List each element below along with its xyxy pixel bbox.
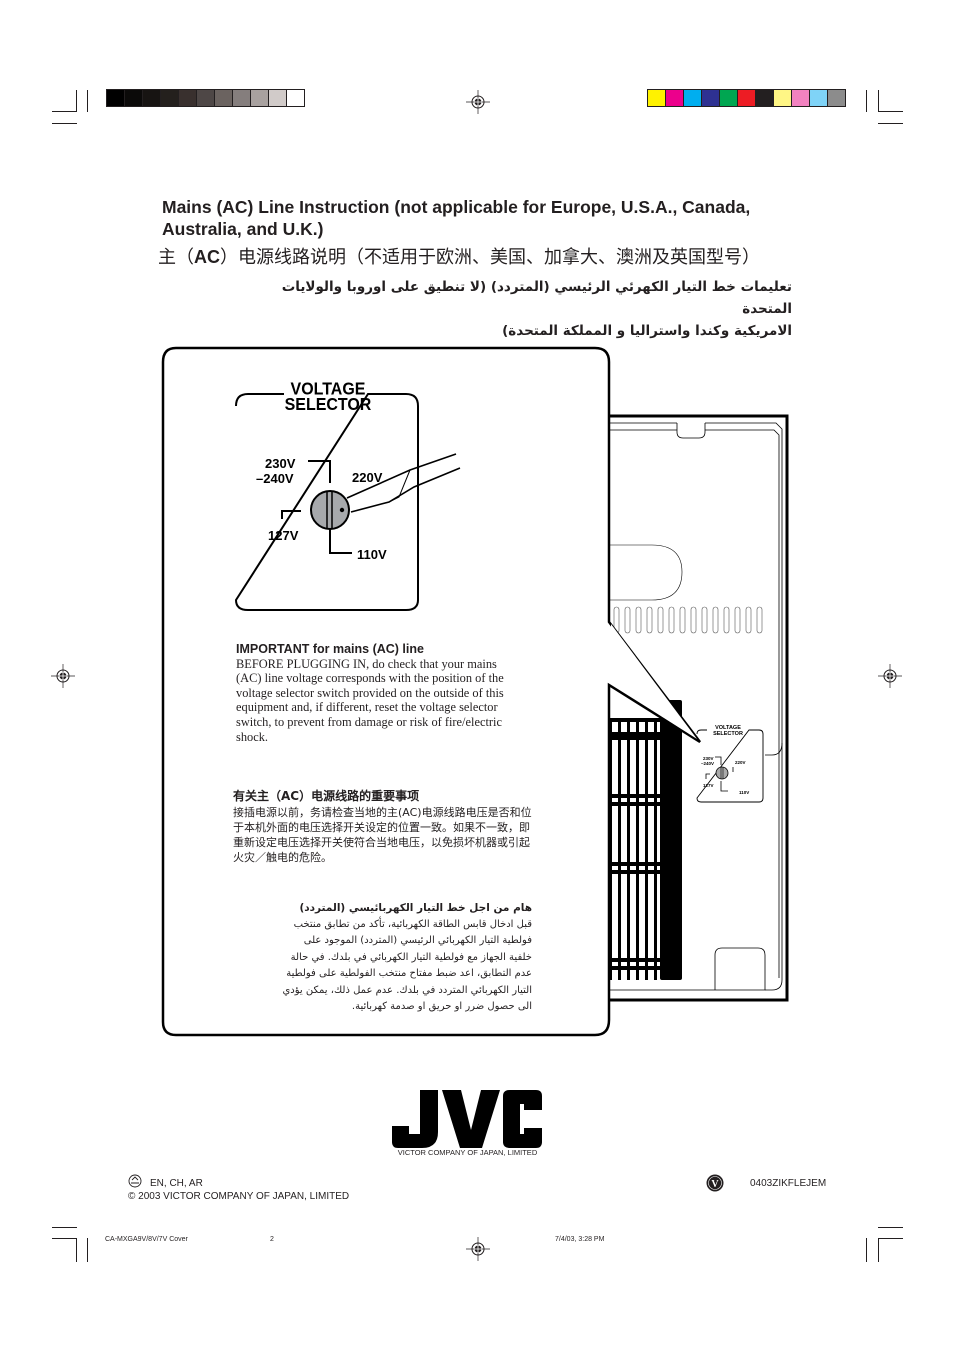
calibration-swatch [269,90,287,106]
svg-text:230V: 230V [265,456,296,471]
device-rear-panel-illustration: VOLTAGE SELECTOR 230V –240V 220V 127V 11… [608,414,789,1002]
document-code: 0403ZIKFLEJEM [750,1178,827,1189]
calibration-swatch [738,90,756,106]
important-notice-english: IMPORTANT for mains (AC) line BEFORE PLU… [236,642,504,744]
calibration-swatch [720,90,738,106]
calibration-swatch [107,90,125,106]
title-arabic: تعليمات خط التيار الكهرئي الرئيسي (المتر… [281,279,792,339]
voltage-selector-diagram: VOLTAGE SELECTOR 230V –240V 220V 127V 11… [234,379,461,611]
registration-mark-right-icon [878,664,902,688]
calibration-swatch [143,90,161,106]
calibration-swatch [233,90,251,106]
calibration-swatch [828,90,845,106]
calibration-swatch [666,90,684,106]
important-notice-arabic: هام من اجل خط التيار الكهربائيسي (المترد… [282,902,532,1012]
grayscale-calibration-bar [106,89,305,107]
registration-mark-left-icon [51,664,75,688]
registration-mark-top-icon [466,90,490,114]
brand-subtitle: VICTOR COMPANY OF JAPAN, LIMITED [397,1148,538,1157]
calibration-swatch [161,90,179,106]
recycle-paper-icon [128,1174,142,1188]
calibration-swatch [251,90,269,106]
svg-text:SELECTOR: SELECTOR [285,394,372,414]
svg-text:220V: 220V [352,470,383,485]
svg-text:230V: 230V [703,756,714,761]
svg-text:127V: 127V [268,528,299,543]
calibration-swatch [684,90,702,106]
svg-text:220V: 220V [735,760,746,765]
victor-logo-icon: V [706,1174,724,1192]
svg-text:SELECTOR: SELECTOR [713,731,743,737]
important-notice-chinese: 有关主（AC）电源线路的重要事项 接插电源以前，务请检查当地的主(AC)电源线路… [233,789,532,864]
title-english: Mains (AC) Line Instruction (not applica… [162,197,751,239]
svg-text:–240V: –240V [256,471,294,486]
calibration-swatch [648,90,666,106]
callout-box [161,346,701,1037]
svg-text:110V: 110V [357,547,387,562]
calibration-swatch [702,90,720,106]
languages-label: EN, CH, AR [150,1178,203,1189]
svg-text:127V: 127V [703,783,714,788]
svg-text:110V: 110V [739,790,749,795]
calibration-swatch [179,90,197,106]
svg-text:VOLTAGE: VOLTAGE [291,379,366,399]
calibration-swatch [774,90,792,106]
svg-text:VOLTAGE: VOLTAGE [715,725,741,731]
registration-mark-bottom-icon [466,1237,490,1261]
color-calibration-bar [647,89,846,107]
calibration-swatch [125,90,143,106]
slug-date: 7/4/03, 3:28 PM [555,1236,605,1243]
svg-text:–240V: –240V [701,761,714,766]
copyright-text: © 2003 VICTOR COMPANY OF JAPAN, LIMITED [128,1191,350,1202]
slug-filename: CA-MXGA9V/8V/7V Cover [105,1236,188,1243]
slug-page-number: 2 [270,1236,274,1243]
calibration-swatch [756,90,774,106]
calibration-swatch [287,90,304,106]
calibration-swatch [792,90,810,106]
calibration-swatch [810,90,828,106]
calibration-swatch [197,90,215,106]
title-chinese: 主（AC）电源线路说明（不适用于欧洲、美国、加拿大、澳洲及英国型号） [158,247,760,268]
calibration-swatch [215,90,233,106]
svg-text:V: V [711,1179,719,1190]
jvc-logo [392,1090,542,1148]
